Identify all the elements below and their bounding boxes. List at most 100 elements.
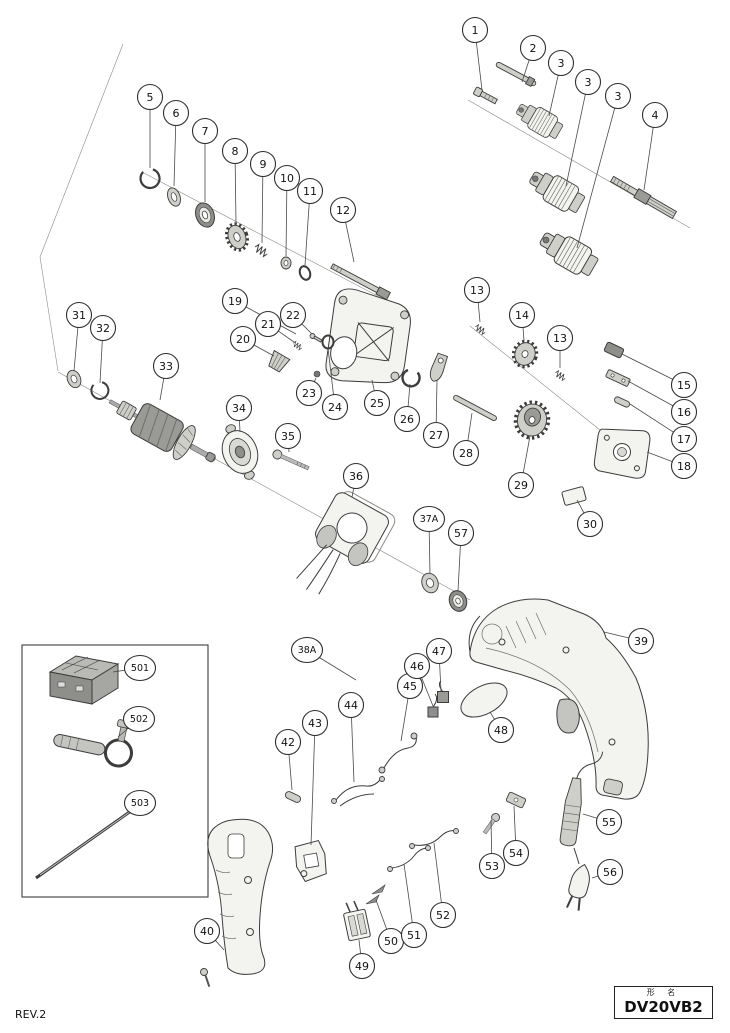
switch-wire [409, 828, 459, 849]
callout-balloon [478, 852, 506, 880]
washer [167, 187, 181, 207]
callout-25: 25 [363, 379, 391, 417]
callout-number: 31 [72, 309, 86, 322]
ring [298, 265, 312, 281]
leader-line [603, 631, 629, 639]
callout-5: 5 [136, 83, 164, 168]
callout-39: 39 [603, 627, 655, 655]
callout-balloon [461, 16, 489, 44]
callout-balloon [89, 314, 117, 342]
title-block: 形 名 DV20VB2 [614, 986, 713, 1019]
washer [421, 572, 439, 594]
leader-line [565, 94, 586, 187]
callout-number: 2 [530, 42, 537, 55]
callout-number: 55 [602, 816, 616, 829]
callout-50: 50 [375, 899, 405, 955]
callout-56: 56 [591, 858, 624, 886]
bearing-cover-plate [593, 428, 651, 479]
leader-line [73, 327, 79, 372]
callout-balloon [274, 422, 302, 450]
power-cord-plug [566, 847, 590, 911]
leader-line [253, 344, 275, 357]
callout-number: 4 [652, 109, 659, 122]
idler-shaft [453, 394, 497, 422]
depth-gauge-rod [35, 804, 139, 880]
callout-number: 39 [634, 635, 648, 648]
callout-16: 16 [627, 380, 698, 426]
callout-balloon [348, 952, 376, 980]
callout-balloon [193, 917, 221, 945]
callout-balloon [547, 49, 575, 77]
leader-line [407, 383, 411, 407]
callout-33: 33 [152, 352, 180, 401]
callout-number: 40 [200, 925, 214, 938]
gear-cover [325, 288, 411, 384]
callout-45: 45 [396, 672, 424, 742]
drill-chuck [512, 97, 566, 143]
callout-balloon [229, 325, 257, 353]
leader-line [310, 735, 315, 846]
callout-number: 28 [459, 447, 473, 460]
callout-43: 43 [301, 709, 329, 846]
callout-number: 30 [583, 518, 597, 531]
callout-6: 6 [162, 99, 190, 187]
callout-number: 21 [261, 318, 275, 331]
gear-spindle [330, 263, 391, 301]
callout-3: 3 [576, 82, 632, 249]
switch-connector [343, 900, 371, 942]
callout-balloon [274, 728, 302, 756]
leader-line [629, 403, 674, 433]
screw [482, 812, 501, 835]
accessory-box [21, 644, 209, 898]
callout-balloon [290, 636, 324, 664]
cord-clip [505, 791, 527, 809]
callout-balloon [576, 510, 604, 538]
callout-balloon [273, 164, 301, 192]
callout-19: 19 [221, 287, 297, 335]
callout-number: 35 [281, 430, 295, 443]
callout-balloon [670, 425, 698, 453]
callout-balloon [670, 398, 698, 426]
callout-balloon [123, 789, 157, 817]
retaining-ring [139, 168, 161, 190]
callout-number: 36 [349, 470, 363, 483]
chuck-handle-rod [495, 61, 537, 88]
first-gear [511, 339, 539, 369]
leader-line [159, 378, 165, 401]
second-gear [513, 400, 551, 440]
callout-number: 18 [677, 460, 691, 473]
leader-line [643, 127, 654, 191]
leader-line [285, 190, 288, 257]
callout-31: 31 [65, 301, 93, 372]
callout-number: 43 [308, 717, 322, 730]
steel-ball [313, 370, 321, 378]
callout-balloon [296, 177, 324, 205]
callout-balloon [363, 389, 391, 417]
callout-number: 16 [677, 406, 691, 419]
callout-number: 37A [420, 514, 439, 525]
terminal [365, 884, 386, 905]
callout-number: 23 [302, 387, 316, 400]
callout-balloon [502, 839, 530, 867]
callout-number: 26 [400, 413, 414, 426]
callout-balloon [400, 921, 428, 949]
callout-balloon [422, 421, 450, 449]
carbon-brush [437, 680, 449, 703]
leader-line [582, 813, 598, 819]
callout-number: 34 [232, 402, 246, 415]
leader-line [548, 75, 559, 117]
callout-number: 52 [436, 909, 450, 922]
callout-balloon [670, 452, 698, 480]
callout-number: 8 [232, 145, 239, 158]
leader-line [489, 711, 495, 720]
callout-balloon [519, 34, 547, 62]
stator [296, 491, 396, 595]
callout-balloon [221, 287, 249, 315]
callout-20: 20 [229, 325, 275, 357]
leader-line [358, 939, 361, 954]
callout-57: 57 [447, 519, 475, 592]
callout-balloon [463, 276, 491, 304]
revision-label: REV.2 [15, 1008, 47, 1021]
callout-number: 54 [509, 847, 523, 860]
